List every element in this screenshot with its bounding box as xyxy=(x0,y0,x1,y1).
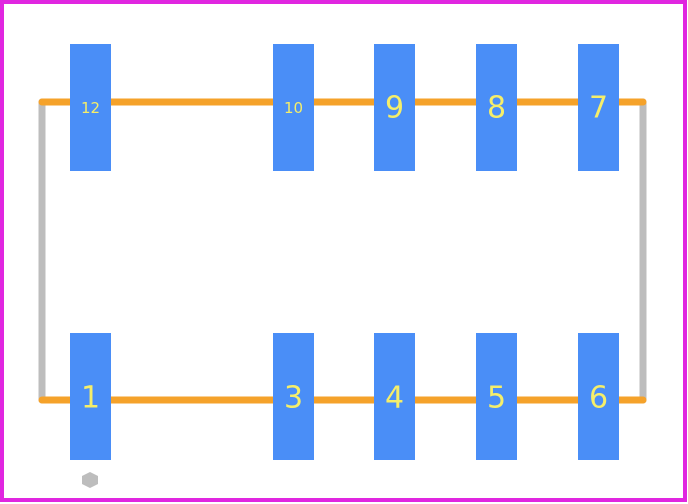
pad-label: 8 xyxy=(487,91,506,126)
pad-rect xyxy=(70,333,111,460)
pad-rect xyxy=(476,333,517,460)
pad-label: 7 xyxy=(589,91,608,126)
pad-label: 6 xyxy=(589,381,608,416)
pad-1: 1 xyxy=(70,333,111,460)
pad-4: 4 xyxy=(374,333,415,460)
pad-rect xyxy=(273,333,314,460)
pad-label: 1 xyxy=(81,381,100,416)
pad-rect xyxy=(273,44,314,171)
pad-rect xyxy=(578,44,619,171)
pad-rect xyxy=(476,44,517,171)
pad-3: 3 xyxy=(273,333,314,460)
pad-10: 10 xyxy=(273,44,314,171)
pad-rect xyxy=(70,44,111,171)
pad-label: 12 xyxy=(81,99,100,117)
pad-label: 5 xyxy=(487,381,506,416)
pad-6: 6 xyxy=(578,333,619,460)
pad-rect xyxy=(374,333,415,460)
pad-rect xyxy=(374,44,415,171)
pad-label: 3 xyxy=(284,381,303,416)
pad-label: 9 xyxy=(385,91,404,126)
pin1-marker-icon xyxy=(82,472,98,488)
pad-7: 7 xyxy=(578,44,619,171)
pads-group: 12 10 9 8 7 1 3 4 5 6 xyxy=(70,44,619,460)
pad-label: 10 xyxy=(284,99,303,117)
pad-label: 4 xyxy=(385,381,404,416)
pad-8: 8 xyxy=(476,44,517,171)
pad-rect xyxy=(578,333,619,460)
pad-5: 5 xyxy=(476,333,517,460)
pad-9: 9 xyxy=(374,44,415,171)
pad-12: 12 xyxy=(70,44,111,171)
